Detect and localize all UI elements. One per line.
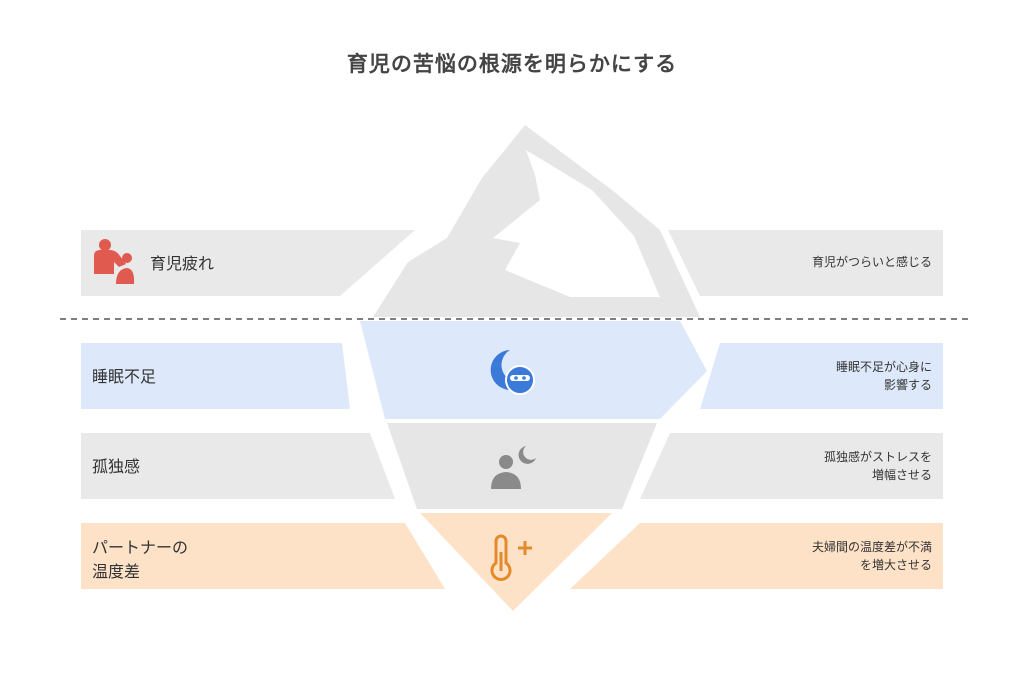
layer-desc-partner-line1: 夫婦間の温度差が不満	[811, 540, 932, 554]
sleep-mask-moon-icon	[490, 350, 535, 395]
layer-desc-sleep-line1: 睡眠不足が心身に	[835, 360, 932, 374]
layer-desc-isolation-line1: 孤独感がストレスを	[823, 450, 932, 464]
iceberg-layer-sleep	[360, 321, 707, 419]
band-isolation-right	[640, 433, 943, 499]
band-fatigue-left	[81, 230, 415, 296]
layer-label-sleep: 睡眠不足	[92, 367, 157, 386]
layer-label-isolation: 孤独感	[92, 457, 141, 476]
band-partner-right	[570, 523, 943, 589]
parent-child-icon	[94, 239, 135, 284]
band-sleep-right	[700, 343, 943, 409]
iceberg-layer-isolation	[387, 423, 657, 509]
iceberg-layer-partner	[420, 513, 612, 611]
layer-label-partner-line1: パートナーの	[92, 538, 189, 557]
layer-desc-partner-line2: を増大させる	[859, 558, 932, 572]
band-sleep-left	[81, 343, 350, 409]
diagram-title: 育児の苦悩の根源を明らかにする	[346, 52, 678, 76]
layer-label-fatigue: 育児疲れ	[150, 254, 215, 273]
layer-desc-fatigue: 育児がつらいと感じる	[811, 255, 932, 269]
band-partner-left	[81, 523, 445, 589]
iceberg-snow	[493, 150, 660, 297]
layer-desc-sleep-line2: 影響する	[883, 378, 932, 392]
layer-label-partner-line2: 温度差	[92, 562, 141, 581]
thermometer-plus-icon	[490, 534, 532, 581]
lonely-person-moon-icon	[491, 446, 536, 489]
band-fatigue-right	[668, 230, 943, 296]
band-isolation-left	[81, 433, 395, 499]
layer-desc-isolation-line2: 増幅させる	[871, 468, 932, 482]
